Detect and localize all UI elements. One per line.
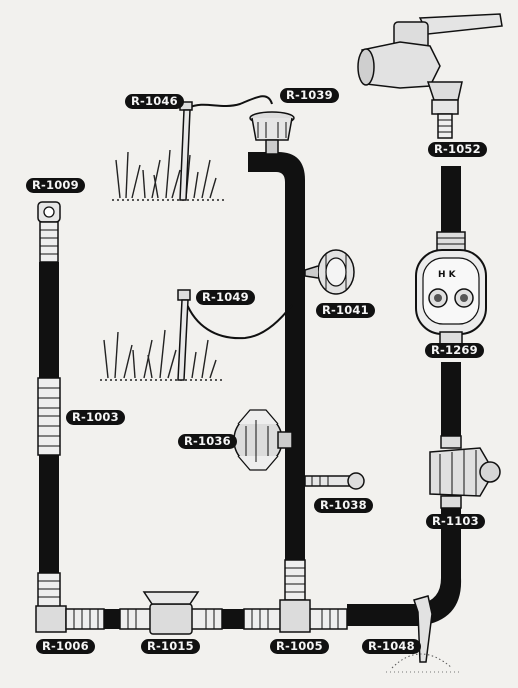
hose-guide-stake — [386, 595, 460, 673]
elbow-connector — [35, 572, 105, 633]
bottom-hose-a — [104, 609, 120, 629]
label-r1041: R-1041 — [316, 303, 375, 318]
label-r1005: R-1005 — [270, 639, 329, 654]
grass-clump-middle — [100, 329, 222, 381]
sprinkler-head-side — [304, 249, 355, 295]
shutoff-valve — [119, 591, 223, 635]
label-r1048: R-1048 — [362, 639, 421, 654]
label-r1103: R-1103 — [426, 514, 485, 529]
timer-brand-text: H K — [438, 270, 456, 280]
drip-line-top — [187, 95, 273, 109]
stake-sprinkler-top — [179, 101, 193, 201]
end-plug — [304, 472, 365, 490]
center-hose — [248, 152, 305, 560]
label-r1009: R-1009 — [26, 178, 85, 193]
straight-connector — [37, 377, 61, 456]
right-hose-middle — [441, 362, 461, 438]
left-hose-upper — [39, 262, 59, 378]
label-r1015: R-1015 — [141, 639, 200, 654]
bottom-hose-b — [222, 609, 244, 629]
dripper-connector — [249, 111, 295, 155]
label-r1049: R-1049 — [196, 290, 255, 305]
garden-tap — [357, 13, 503, 139]
rotary-sprinkler — [233, 409, 293, 471]
grass-clump-top — [112, 149, 225, 201]
label-r1046: R-1046 — [125, 94, 184, 109]
label-r1006: R-1006 — [36, 639, 95, 654]
label-r1038: R-1038 — [314, 498, 373, 513]
label-r1039: R-1039 — [280, 88, 339, 103]
water-timer — [415, 231, 487, 347]
label-r1269: R-1269 — [425, 343, 484, 358]
tee-connector — [243, 559, 348, 633]
left-hose-lower — [39, 455, 59, 573]
stake-sprinkler-middle — [177, 289, 191, 381]
label-r1052: R-1052 — [428, 142, 487, 157]
label-r1003: R-1003 — [66, 410, 125, 425]
label-r1036: R-1036 — [178, 434, 237, 449]
right-hose-upper — [441, 166, 461, 234]
inline-filter — [429, 435, 501, 509]
hose-end-cap — [37, 201, 61, 263]
drip-line-middle — [185, 301, 293, 340]
